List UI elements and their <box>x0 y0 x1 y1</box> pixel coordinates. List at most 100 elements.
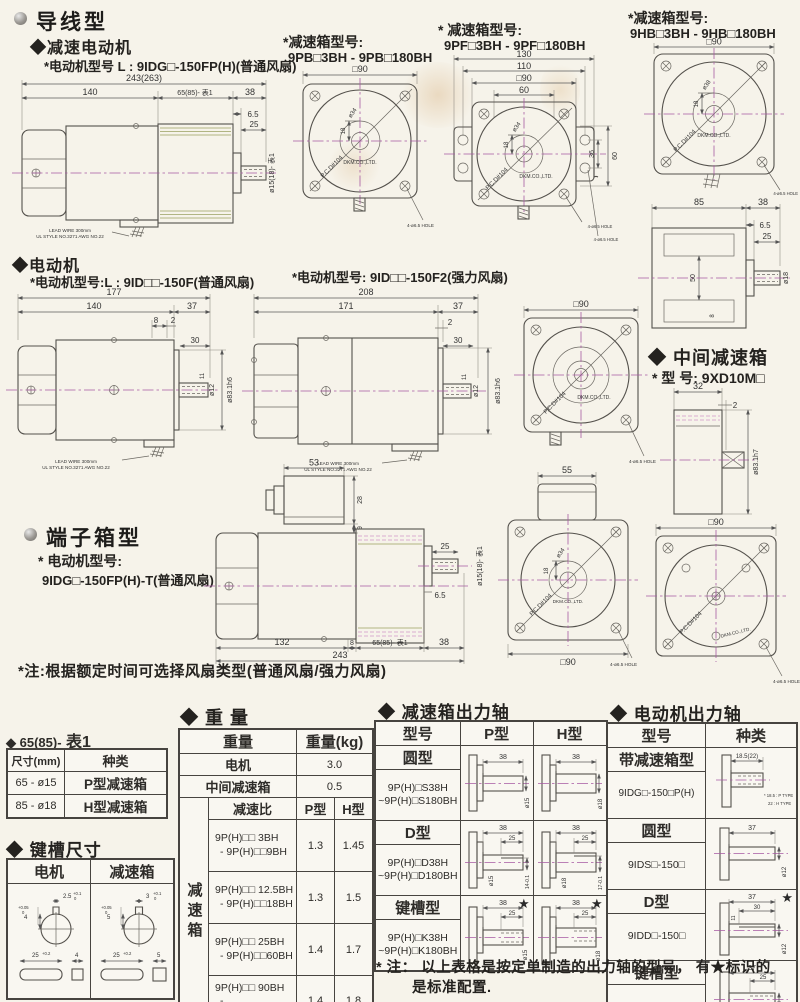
shaft-drawing-cell: 37 ø12 <box>705 818 798 890</box>
pb-flange-drawing: □90 18 ø34 P.C.D#104 DKM.CO.,LTD. 4-ø6.5… <box>293 64 434 228</box>
keyway-graphic <box>37 899 74 947</box>
dim-label: □90 <box>560 657 575 667</box>
dim-label: 60 <box>612 152 619 160</box>
shaft-drawing-cell: 38 25 ø15 14-0.1 <box>459 820 534 896</box>
motor-flange-drawing: □90 P.C.D#104 DKM.CO.,LTD. 4-ø6.5 HOLE <box>514 299 656 464</box>
dim-label: □90 <box>708 517 723 527</box>
shaft-graphic <box>464 830 529 889</box>
weight-motor-name: 电机 <box>178 753 297 776</box>
dim-label: 18 <box>694 100 700 107</box>
fan-note: *注:根据额定时间可选择风扇类型(普通风扇/强力风扇) <box>18 663 387 680</box>
dim-label: 38 <box>499 754 507 761</box>
weight-model: - 9P(H)□□18BH <box>220 897 293 910</box>
dimension-lines <box>17 294 211 378</box>
gearshaft-title: ◆ 减速箱出力轴 <box>378 703 510 722</box>
dim-label: 208 <box>358 287 373 297</box>
keyway-h2: 减速箱 <box>90 858 175 884</box>
shaft-model: ~9P(H)□K180BH <box>378 945 458 958</box>
weight-mid-val: 0.5 <box>296 775 374 798</box>
leadwire-title: 导线型 <box>36 11 108 34</box>
holes-label: 4-ø6.5 HOLE <box>610 662 637 667</box>
d-motor-shaft-drawing: 37 30 11 ø12 <box>714 894 788 956</box>
dim-label: ø38 <box>702 79 713 91</box>
dim-label: 25 <box>32 953 39 959</box>
dim-label: 6.5 <box>247 110 259 119</box>
table1: 尺寸(mm) 种类 65 - ø15 P型减速箱 85 - ø18 H型减速箱 <box>6 748 168 819</box>
round-shaft-h-drawing: 38 ø18 <box>537 754 604 812</box>
dim-label: 11 <box>200 372 206 379</box>
dim-label: 53 <box>309 458 319 468</box>
hb-model: 9HB□3BH - 9HB□180BH <box>630 26 776 41</box>
weight-h: 1.7 <box>334 923 374 976</box>
shaft-model: 9P(H)□S38H <box>387 782 448 794</box>
shaft-model: 9IDD□-150□ <box>627 930 686 942</box>
lead-note: UL STYLE NO.3271 AWG NO.22 <box>42 465 110 470</box>
table-row: 电机 3.0 <box>178 753 374 776</box>
dimension-lines <box>453 55 595 136</box>
shaft-drawing-cell: 37 25 ø12 <box>705 960 798 1002</box>
holes-label: 4-ø6.5 HOLE <box>629 459 656 464</box>
weight-model: 9P(H)□□ 12.5BH <box>215 884 294 897</box>
weight-side-label: 减速箱 <box>185 882 203 943</box>
dim-label: 37 <box>748 894 756 901</box>
dim-label: ø18 <box>596 950 602 961</box>
d-shaft-p-drawing: 38 25 ø15 14-0.1 <box>464 825 531 889</box>
dim-label: 6.5 <box>434 591 446 600</box>
motor-body <box>204 475 472 664</box>
weight-h: 1.8 <box>334 975 374 1002</box>
dimension-lines <box>283 464 358 534</box>
shaft-model: ~9P(H)□D180BH <box>378 870 458 883</box>
shaft-model: ~9P(H)□S180BH <box>378 795 458 808</box>
lead-note: LEAD WIRE 300mm <box>55 459 97 464</box>
table-row: 圆型 9IDS□-150□ 37 ø12 <box>606 818 798 890</box>
motor-body <box>12 123 276 238</box>
weight-p: 1.3 <box>296 871 335 924</box>
dim-label: 2.5 <box>63 894 72 900</box>
type-note: * 18.5 : P TYPE <box>764 793 793 798</box>
flange-body <box>498 483 638 659</box>
flange-body <box>646 530 786 677</box>
shaft-type: 带减速箱型 <box>608 748 705 772</box>
lead-note: LEAD WIRE 300mm <box>49 228 91 233</box>
dim-label: 37 <box>453 301 463 311</box>
table1-r2c1: 85 - ø18 <box>6 794 65 819</box>
leadwire-subtitle: ◆减速电动机 <box>30 40 133 57</box>
gearshaft-h3: H型 <box>532 720 608 746</box>
dim-label: 38 <box>758 197 768 207</box>
pcd-label: P.C.D#104 <box>320 155 345 180</box>
shaft-graphic <box>714 970 788 1002</box>
table1-h2: 种类 <box>64 748 168 772</box>
dimension-lines <box>673 388 732 450</box>
tol-label: +0.2 <box>123 951 132 956</box>
table-row: 带减速箱型 9IDG□-150□P(H) 18.5(22) * 18.5 : P… <box>606 747 798 819</box>
pcd-label: P.C.D#104 <box>679 611 704 636</box>
dim-label: 32 <box>693 381 703 391</box>
table-row: 85 - ø18 H型减速箱 <box>6 794 168 819</box>
dim-label: 11 <box>731 915 737 920</box>
shaft-dia-label: ø15(18)- 表1 <box>267 153 276 193</box>
motorshaft-title: ◆ 电动机出力轴 <box>610 705 742 724</box>
dim-label: 38 <box>499 900 507 907</box>
dimension-lines <box>21 80 267 162</box>
gearbox-body <box>638 227 790 329</box>
tol-label: 0 <box>74 896 77 901</box>
dim-label: 5 <box>107 915 111 921</box>
dimension-lines <box>253 294 479 378</box>
dim-label: 25 <box>508 911 515 917</box>
brand-label: DKM.CO.,LTD. <box>553 599 584 604</box>
dim-label: 25 <box>508 836 515 842</box>
gearbox-body <box>660 409 758 515</box>
brand-label: DKM.CO.,LTD. <box>697 133 730 139</box>
dim-label: 18 <box>544 567 550 574</box>
dim-label: 38 <box>572 825 580 832</box>
dim-label: 140 <box>82 87 97 97</box>
weight-sub-h1: 减速比 <box>208 797 297 820</box>
table1-r1c2: P型减速箱 <box>64 771 168 795</box>
dim-label: ø12 <box>782 866 788 877</box>
dim-label: 9 <box>357 526 364 530</box>
flange-body <box>644 48 784 191</box>
midgearbox-model: * 型 号: 9XD10M□ <box>652 370 765 386</box>
shaft-type: D型 <box>376 821 460 845</box>
shaft-graphic <box>714 827 788 881</box>
